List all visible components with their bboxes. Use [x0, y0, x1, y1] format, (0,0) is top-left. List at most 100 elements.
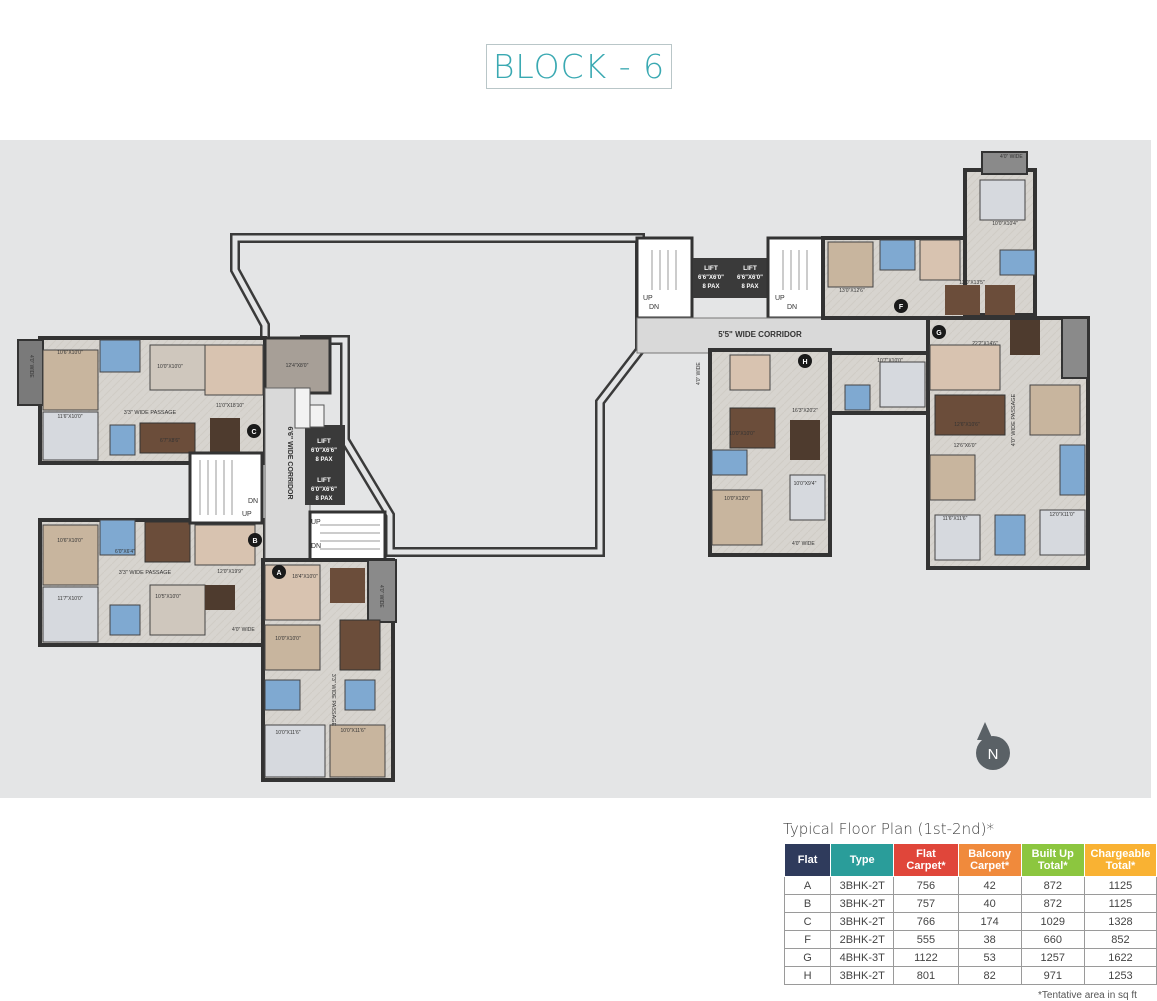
table-cell: 971 [1020, 966, 1085, 985]
room-label: 12'0"X19'9" [217, 569, 243, 575]
left-corridor-label: 6'6" WIDE CORRIDOR [286, 426, 293, 499]
svg-text:C: C [251, 429, 256, 436]
table-cell: 1122 [893, 948, 959, 967]
svg-text:8 PAX: 8 PAX [742, 284, 759, 290]
room-label: 12'6"X6'0" [954, 443, 977, 449]
marker-g: G [932, 325, 946, 339]
svg-text:N: N [988, 746, 999, 763]
room-labels: 10'6"X10'0" 10'0"X10'0" 11'0"X18'10" 11'… [57, 221, 1075, 736]
table-cell: G [783, 948, 832, 967]
flat-h-area [708, 348, 932, 557]
room-label: 12'0"X13'5" [959, 280, 985, 286]
svg-text:6'0"X6'6": 6'0"X6'6" [311, 448, 337, 454]
table-cell: 3BHK-2T [830, 912, 895, 931]
flat-g-area [926, 316, 1090, 570]
stair-dn-center: DN [311, 543, 321, 550]
svg-text:LIFT: LIFT [317, 477, 331, 484]
room-label: 10'7"X10'0" [877, 358, 903, 364]
svg-text:LIFT: LIFT [704, 265, 718, 272]
table-cell: 38 [957, 930, 1022, 949]
marker-f: F [894, 299, 908, 313]
wide-label: 4'0" WIDE [696, 362, 702, 385]
table-cell: 757 [893, 894, 959, 913]
floor-plan: 6'6" WIDE CORRIDOR 5'5" WIDE CORRIDOR 3'… [0, 140, 1151, 798]
room-label: 10'6"X10'0" [57, 350, 83, 356]
marker-a: A [272, 565, 286, 579]
room-label: 16'3"X20'2" [792, 408, 818, 414]
room-label: 12'0"X11'0" [1049, 512, 1074, 518]
svg-text:F: F [899, 304, 904, 311]
stair-up-center: UP [311, 519, 321, 526]
svg-text:LIFT: LIFT [743, 265, 757, 272]
wide-labels: 4'0" WIDE 4'0" WIDE 4'0" WIDE 4'0" WIDE … [28, 154, 1023, 633]
svg-text:LIFT: LIFT [317, 438, 331, 445]
svg-text:8 PAX: 8 PAX [316, 457, 333, 463]
table-cell: 766 [893, 912, 959, 931]
table-cell: A [783, 876, 832, 895]
table-cell: H [783, 966, 832, 985]
table-cell: 852 [1083, 930, 1157, 949]
table-cell: 40 [957, 894, 1022, 913]
table-cell: 756 [893, 876, 959, 895]
table-cell: 1029 [1020, 912, 1085, 931]
passage-b-label: 3'3" WIDE PASSAGE [119, 570, 172, 576]
table-cell: 1253 [1083, 966, 1157, 985]
footnote: *Tentative area in sq ft [1038, 990, 1137, 1001]
stair-up-right2: UP [775, 295, 785, 302]
table-cell: C [783, 912, 832, 931]
svg-text:H: H [802, 359, 807, 366]
room-label: 10'0"X10'0" [275, 636, 301, 642]
room-label: 10'0"X11'6" [340, 728, 365, 734]
marker-c: C [247, 424, 261, 438]
table-cell: 872 [1020, 894, 1085, 913]
room-label: 6'7"X8'6" [160, 438, 180, 444]
table-cell: 555 [893, 930, 959, 949]
wide-label: 4'0" WIDE [232, 627, 255, 633]
table-cell: 174 [957, 912, 1022, 931]
table-cell: 82 [957, 966, 1022, 985]
marker-b: B [248, 533, 262, 547]
room-label: 10'0"X9'4" [794, 481, 817, 487]
wide-label: 4'0" WIDE [28, 355, 34, 378]
table-cell: 42 [957, 876, 1022, 895]
wide-label: 4'0" WIDE [1000, 154, 1023, 160]
room-label: 12'6"X10'6" [954, 422, 980, 428]
north-arrow-icon: N [976, 722, 1010, 770]
room-label: 10'0"X10'4" [992, 221, 1018, 227]
stair-dn-right2: DN [787, 304, 797, 311]
lift-2: LIFT 6'0"X6'6" 8 PAX [311, 477, 337, 502]
header-flat: Flat [783, 843, 832, 877]
table-cell: 2BHK-2T [830, 930, 895, 949]
table-cell: B [783, 894, 832, 913]
svg-text:8 PAX: 8 PAX [316, 496, 333, 502]
room-label: 10'0"X10'0" [157, 364, 183, 370]
room-label: 6'0"X6'4" [115, 549, 135, 555]
table-cell: 3BHK-2T [830, 966, 895, 985]
right-corridor-label: 5'5" WIDE CORRIDOR [718, 330, 802, 339]
left-stair [188, 451, 264, 525]
room-label: 11'0"X18'10" [216, 403, 244, 409]
lift-1: LIFT 6'0"X6'6" 8 PAX [311, 438, 337, 463]
room-label: 11'6"X10'0" [57, 414, 82, 420]
stair-dn-right1: DN [649, 304, 659, 311]
room-label: 13'0"X12'6" [839, 288, 865, 294]
table-cell: 801 [893, 966, 959, 985]
table-cell: 1125 [1083, 876, 1157, 895]
flat-a-area [261, 558, 397, 782]
wide-label: 4'0" WIDE [792, 541, 815, 547]
table-cell: 1328 [1083, 912, 1157, 931]
room-label: 10'0"X12'0" [724, 496, 750, 502]
table-cell: F [783, 930, 832, 949]
block-title: BLOCK - 6 [492, 47, 666, 86]
